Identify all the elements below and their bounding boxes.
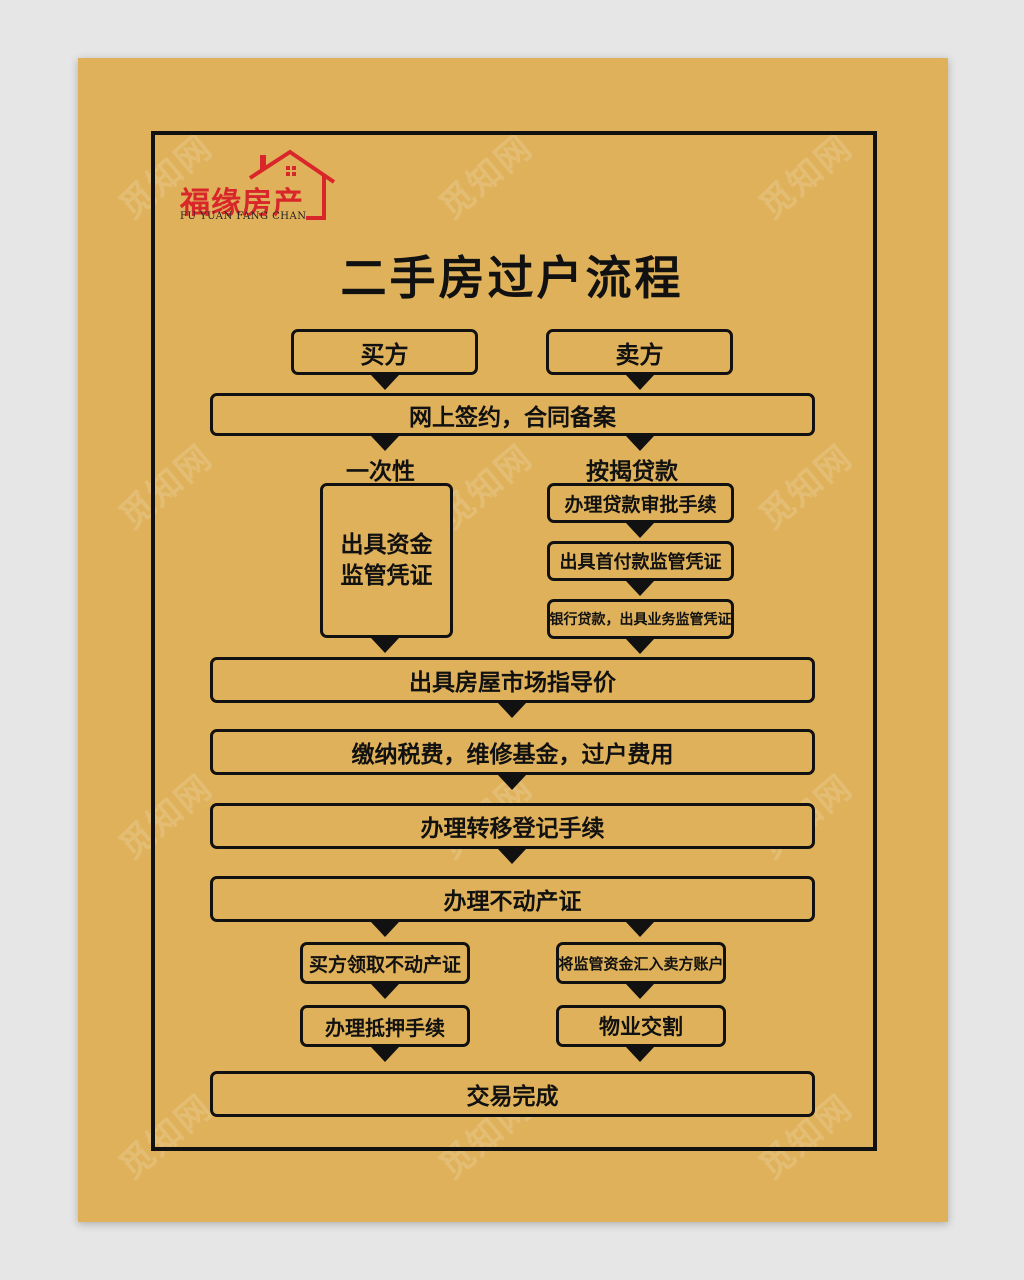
transfer-funds-box: 将监管资金汇入卖方账户 <box>556 942 726 984</box>
arrow-down <box>626 375 654 390</box>
arrow-down <box>498 849 526 864</box>
lump-sum-label: 一次性 <box>346 459 415 485</box>
down-payment-box: 出具首付款监管凭证 <box>547 541 734 581</box>
arrow-down <box>626 984 654 999</box>
arrow-down <box>498 775 526 790</box>
seller-box: 卖方 <box>546 329 733 375</box>
sign-contract-box: 网上签约，合同备案 <box>210 393 815 436</box>
guide-price-box: 出具房屋市场指导价 <box>210 657 815 703</box>
arrow-down <box>371 1047 399 1062</box>
transaction-complete-box: 交易完成 <box>210 1071 815 1117</box>
buyer-box: 买方 <box>291 329 478 375</box>
arrow-down <box>626 639 654 654</box>
bank-loan-box: 银行贷款，出具业务监管凭证 <box>547 599 734 639</box>
transfer-registration-box: 办理转移登记手续 <box>210 803 815 849</box>
arrow-down <box>626 581 654 596</box>
pledge-box: 办理抵押手续 <box>300 1005 470 1047</box>
arrow-down <box>626 1047 654 1062</box>
arrow-down <box>371 984 399 999</box>
page-title: 二手房过户流程 <box>340 251 684 305</box>
arrow-down <box>371 375 399 390</box>
arrow-down <box>371 922 399 937</box>
inner-frame <box>151 131 877 1151</box>
logo-subtitle: FU YUAN FANG CHAN <box>180 211 307 222</box>
logo-name: 福缘房产 <box>180 186 304 221</box>
escrow-certificate-box: 出具资金 监管凭证 <box>320 483 453 638</box>
loan-approval-box: 办理贷款审批手续 <box>547 483 734 523</box>
arrow-down <box>371 436 399 451</box>
arrow-down <box>626 523 654 538</box>
taxes-box: 缴纳税费，维修基金，过户费用 <box>210 729 815 775</box>
poster-background <box>78 58 948 1222</box>
escrow-line-2: 监管凭证 <box>340 562 433 589</box>
house-logo-icon <box>248 149 336 220</box>
property-handover-box: 物业交割 <box>556 1005 726 1047</box>
buyer-receive-certificate-box: 买方领取不动产证 <box>300 942 470 984</box>
escrow-line-1: 出具资金 <box>340 531 433 558</box>
arrow-down <box>498 703 526 718</box>
arrow-down <box>626 436 654 451</box>
mortgage-label: 按揭贷款 <box>586 459 678 485</box>
arrow-down <box>371 638 399 653</box>
property-certificate-box: 办理不动产证 <box>210 876 815 922</box>
arrow-down <box>626 922 654 937</box>
